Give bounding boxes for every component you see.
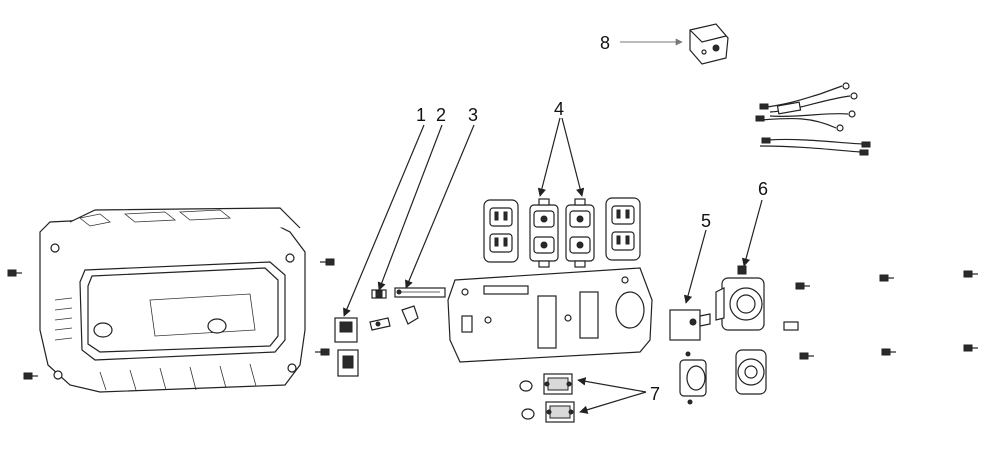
faceplate [447, 267, 653, 363]
right-screws [795, 270, 978, 360]
callout-6: 6 [758, 179, 768, 199]
callout-7: 7 [650, 384, 660, 404]
breaker-part-5 [669, 309, 711, 405]
callout-1: 1 [416, 105, 426, 125]
wiring-harness [755, 82, 871, 156]
callout-labels: 1 2 3 4 5 6 7 8 [416, 33, 768, 404]
leader-lines [343, 38, 763, 414]
rocker-switch-part-1 [334, 317, 359, 377]
twist-lock-receptacle-part-6 [715, 265, 799, 395]
callout-4: 4 [554, 99, 564, 119]
bar-part-3 [394, 287, 446, 298]
fitting-part-2 [369, 289, 419, 331]
panel-housing [39, 207, 306, 393]
circuit-breakers-part-7 [519, 373, 575, 423]
relay-block-part-8 [689, 23, 729, 65]
callout-2: 2 [436, 105, 446, 125]
duplex-outlets-part-4 [483, 197, 641, 268]
housing-screws [7, 258, 335, 380]
callout-5: 5 [701, 211, 711, 231]
callout-3: 3 [468, 105, 478, 125]
callout-8: 8 [600, 33, 610, 53]
